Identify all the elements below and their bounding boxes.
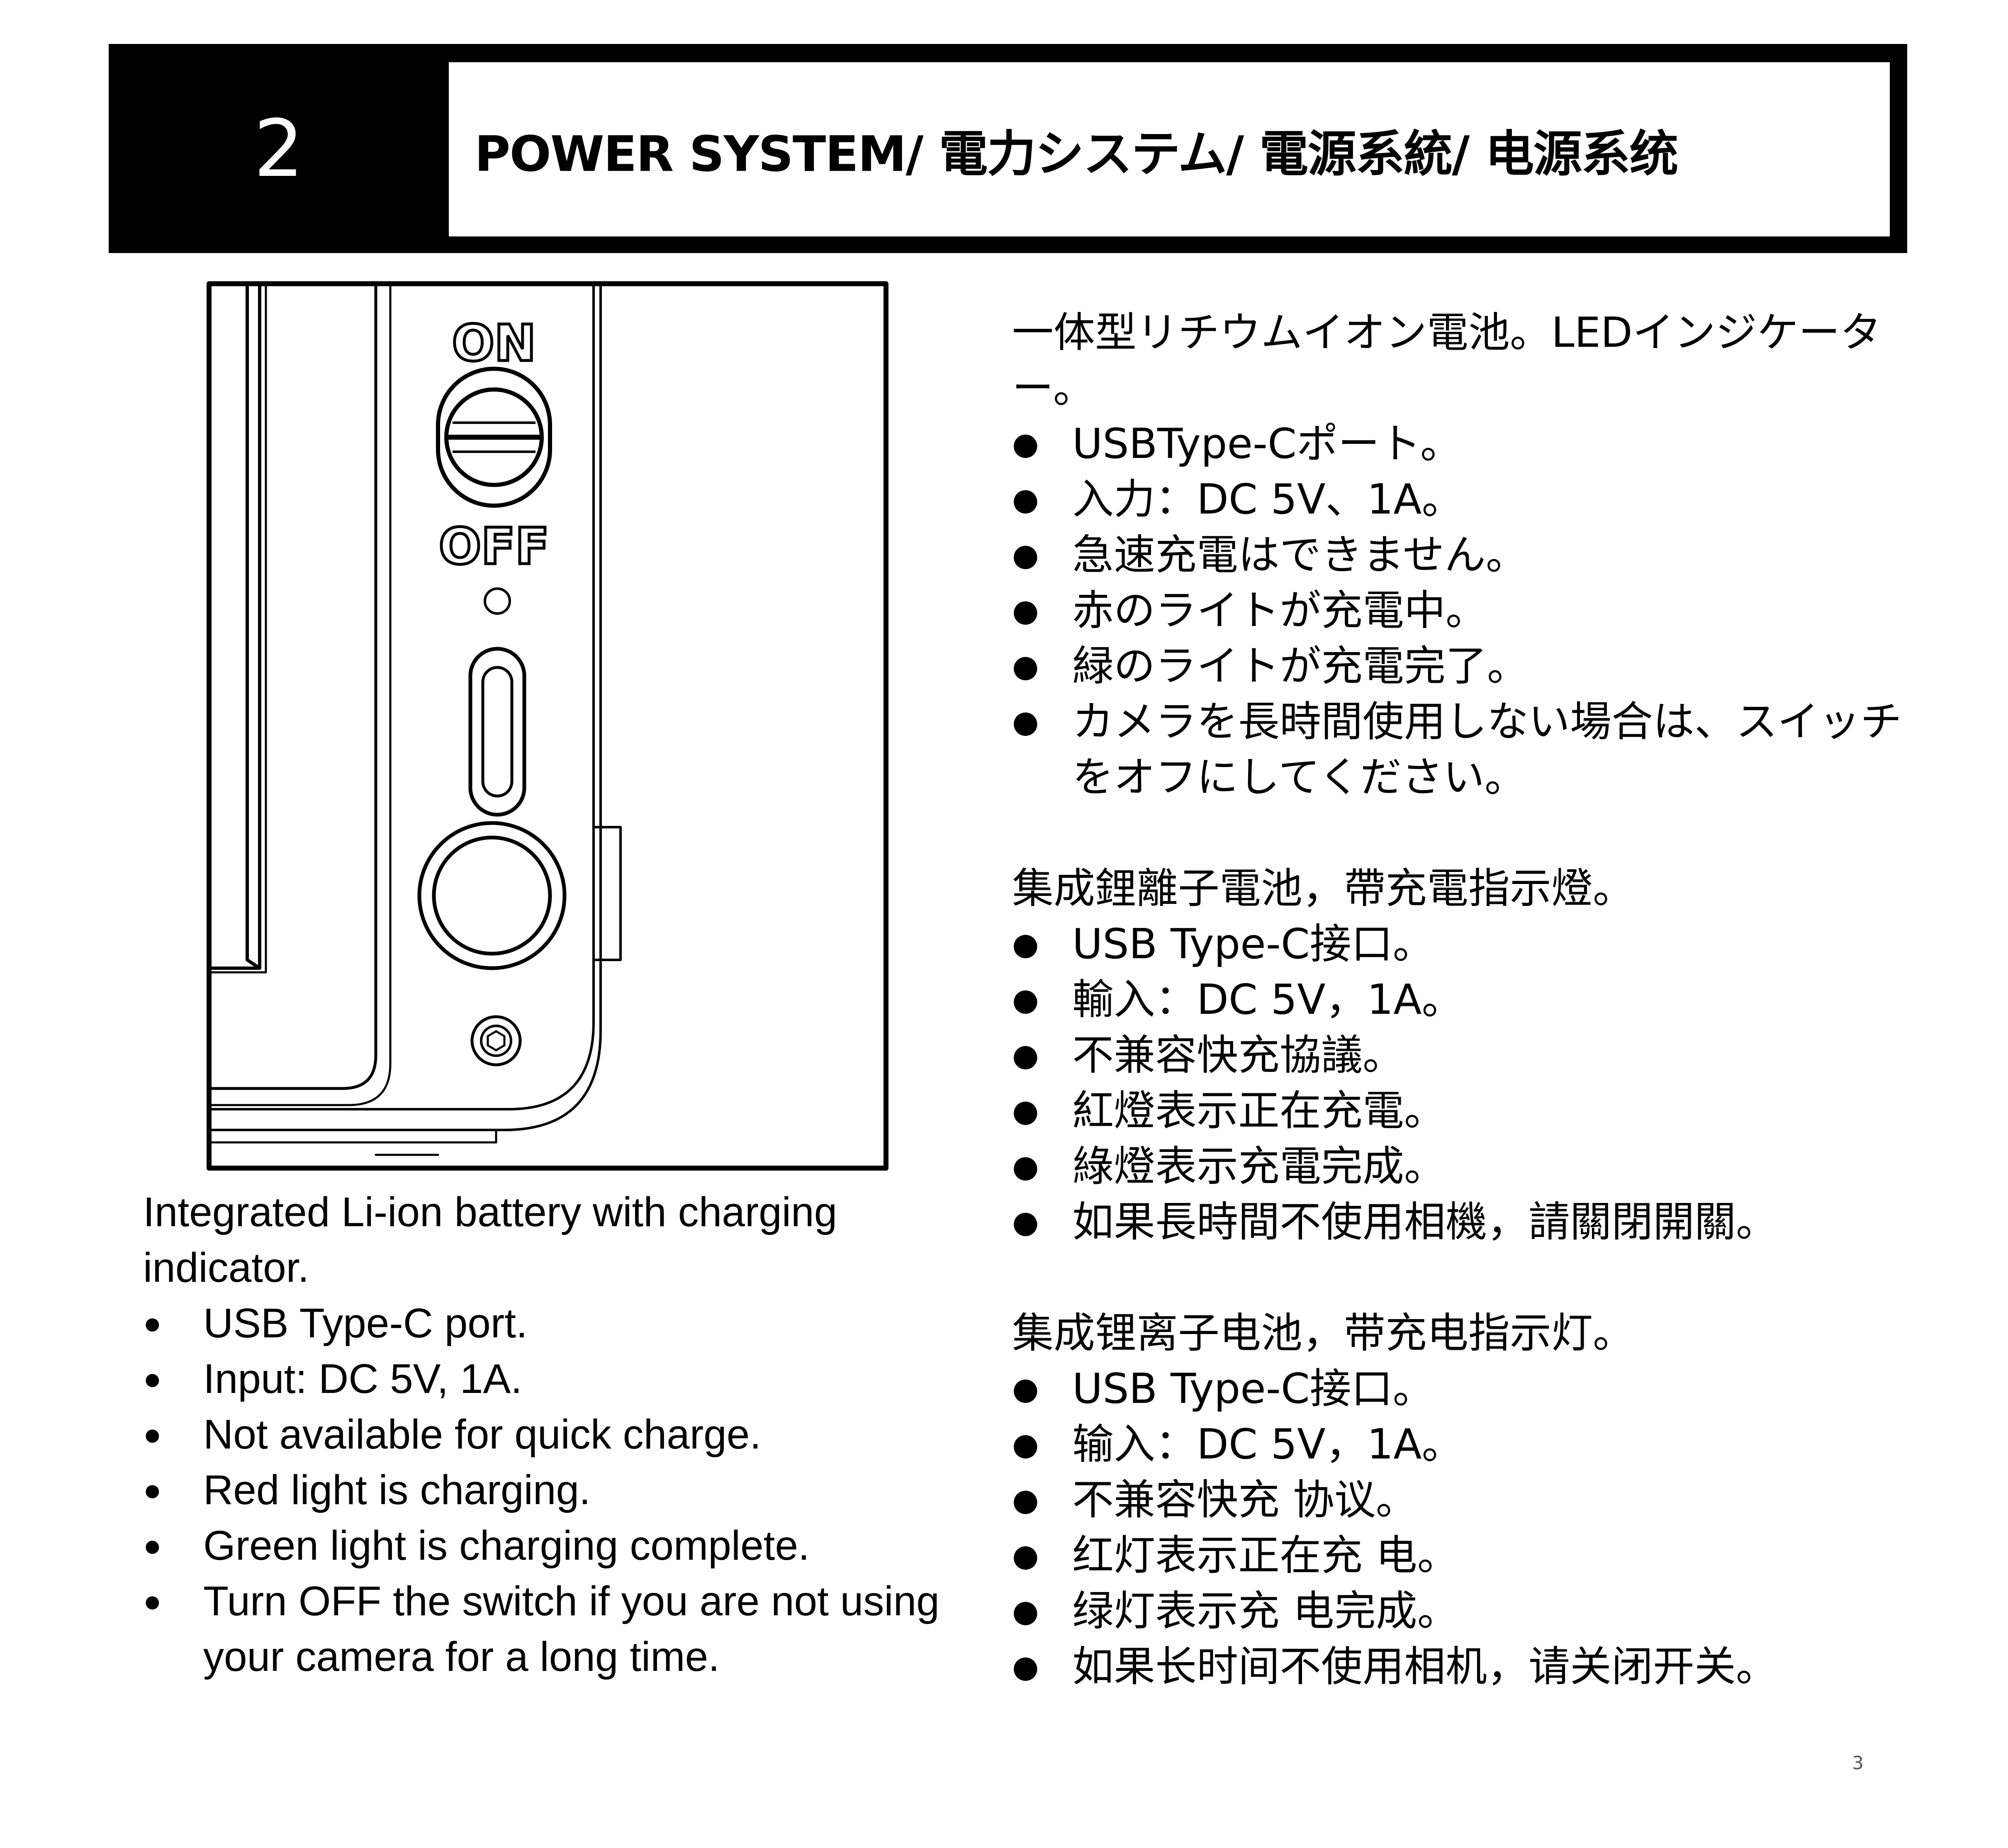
list-item: 赤のライトが充電中。	[1012, 583, 1925, 638]
list-item: 输入：DC 5V，1A。	[1012, 1417, 1925, 1472]
list-item: 红灯表示正在充 电。	[1012, 1528, 1925, 1583]
led-indicator-icon	[484, 587, 511, 615]
power-switch-icon	[436, 367, 552, 508]
english-feature-list: USB Type-C port. Input: DC 5V, 1A. Not a…	[143, 1295, 973, 1685]
list-item: Not available for quick charge.	[143, 1407, 973, 1462]
section-number: 2	[253, 102, 304, 195]
japanese-feature-list: USBType-Cポート。 入力：DC 5V、1A。 急速充電はできません。 赤…	[1012, 416, 1925, 805]
list-item: 如果长时间不使用相机，请关闭开关。	[1012, 1639, 1925, 1695]
list-item: 緑のライトが充電完了。	[1012, 638, 1925, 694]
simplified-chinese-section: 集成锂离子电池，带充电指示灯。 USB Type-C接口。 输入：DC 5V，1…	[1012, 1305, 1925, 1695]
japanese-section: 一体型リチウムイオン電池。LEDインジケーター。 USBType-Cポート。 入…	[1012, 305, 1925, 805]
shutter-button-icon	[417, 821, 567, 970]
list-item: USB Type-C接口。	[1012, 1361, 1925, 1417]
english-intro: Integrated Li-ion battery with charging …	[143, 1189, 837, 1291]
list-item: 如果長時間不使用相機，請關閉開關。	[1012, 1194, 1925, 1250]
japanese-intro: 一体型リチウムイオン電池。LEDインジケーター。	[1012, 308, 1881, 412]
list-item: 急速充電はできません。	[1012, 527, 1925, 583]
english-section: Integrated Li-ion battery with charging …	[143, 1184, 973, 1685]
list-item: 入力：DC 5V、1A。	[1012, 472, 1925, 527]
section-title: POWER SYSTEM/ 電力システム/ 電源系統/ 电源系统	[475, 125, 1678, 183]
switch-off-label: OFF	[439, 518, 549, 576]
list-item: 綠燈表示充電完成。	[1012, 1139, 1925, 1194]
traditional-chinese-section: 集成鋰離子電池，帶充電指示燈。 USB Type-C接口。 輸入：DC 5V，1…	[1012, 861, 1925, 1250]
list-item: Input: DC 5V, 1A.	[143, 1351, 973, 1407]
list-item: Green light is charging complete.	[143, 1518, 973, 1573]
screw-icon	[470, 1015, 522, 1066]
simplified-chinese-intro: 集成锂离子电池，带充电指示灯。	[1012, 1309, 1634, 1357]
simplified-chinese-feature-list: USB Type-C接口。 输入：DC 5V，1A。 不兼容快充 协议。 红灯表…	[1012, 1361, 1925, 1695]
section-gap	[1012, 1250, 1925, 1305]
camera-side-illustration: ON OFF	[207, 281, 888, 1171]
list-item: USB Type-C接口。	[1012, 916, 1925, 972]
list-item: 绿灯表示充 电完成。	[1012, 1583, 1925, 1639]
cjk-sections: 一体型リチウムイオン電池。LEDインジケーター。 USBType-Cポート。 入…	[1012, 305, 1925, 1695]
traditional-chinese-feature-list: USB Type-C接口。 輸入：DC 5V，1A。 不兼容快充協議。 紅燈表示…	[1012, 916, 1925, 1250]
list-item: 輸入：DC 5V，1A。	[1012, 972, 1925, 1027]
list-item: 不兼容快充 协议。	[1012, 1472, 1925, 1528]
list-item: USB Type-C port.	[143, 1295, 973, 1351]
list-item: 紅燈表示正在充電。	[1012, 1083, 1925, 1139]
list-item: 不兼容快充協議。	[1012, 1027, 1925, 1083]
traditional-chinese-intro: 集成鋰離子電池，帶充電指示燈。	[1012, 864, 1634, 913]
list-item: カメラを長時間使用しない場合は、スイッチをオフにしてください。	[1012, 694, 1925, 805]
list-item: USBType-Cポート。	[1012, 416, 1925, 472]
section-header: 2 POWER SYSTEM/ 電力システム/ 電源系統/ 电源系统	[109, 44, 1907, 253]
switch-on-label: ON	[452, 315, 536, 373]
page-number: 3	[1852, 1753, 1864, 1774]
section-title-box: POWER SYSTEM/ 電力システム/ 電源系統/ 电源系统	[449, 62, 1890, 236]
list-item: Turn OFF the switch if you are not using…	[143, 1573, 973, 1685]
usb-c-port-icon	[468, 647, 526, 817]
list-item: Red light is charging.	[143, 1462, 973, 1518]
section-gap	[1012, 805, 1925, 861]
